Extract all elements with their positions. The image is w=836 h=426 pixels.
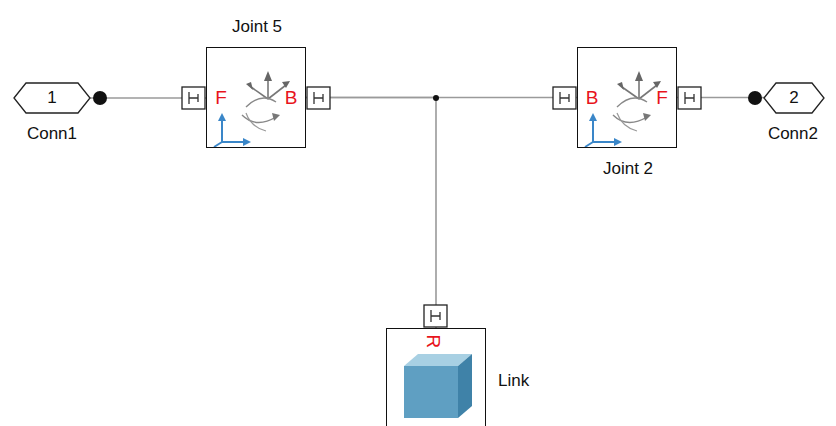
connection-port: 1Conn1 xyxy=(14,83,90,113)
connection-port: 2Conn2 xyxy=(764,83,824,113)
port-letter: F xyxy=(215,88,227,109)
joint-block: BFJoint 2 xyxy=(577,47,677,148)
port-number: 1 xyxy=(47,89,56,108)
port-letter: B xyxy=(285,88,298,109)
frame-port xyxy=(553,87,576,109)
joint-icon xyxy=(585,71,661,147)
port-letter: B xyxy=(586,88,599,109)
port-letter: F xyxy=(656,88,668,109)
port-hexagon xyxy=(14,83,90,113)
connection-line xyxy=(306,98,436,329)
port-number: 2 xyxy=(789,89,798,108)
frame-port xyxy=(678,87,701,109)
block-name: Joint 5 xyxy=(232,18,282,37)
joint-icon xyxy=(214,71,290,147)
frame-port xyxy=(307,87,330,109)
frame-port xyxy=(424,305,447,327)
junction-dot xyxy=(433,95,439,101)
port-name: Conn1 xyxy=(27,125,77,144)
connection-dot xyxy=(748,91,762,105)
port-letter: R xyxy=(423,335,444,349)
connection-dot xyxy=(93,91,107,105)
block-name: Link xyxy=(498,372,529,391)
frame-port xyxy=(182,87,205,109)
joint-block: Joint 5FB xyxy=(206,47,306,148)
block-name: Joint 2 xyxy=(603,160,653,179)
port-name: Conn2 xyxy=(768,125,818,144)
solid-cube-icon xyxy=(404,354,472,418)
solid-block: RLink xyxy=(386,328,486,426)
port-hexagon xyxy=(764,83,824,113)
